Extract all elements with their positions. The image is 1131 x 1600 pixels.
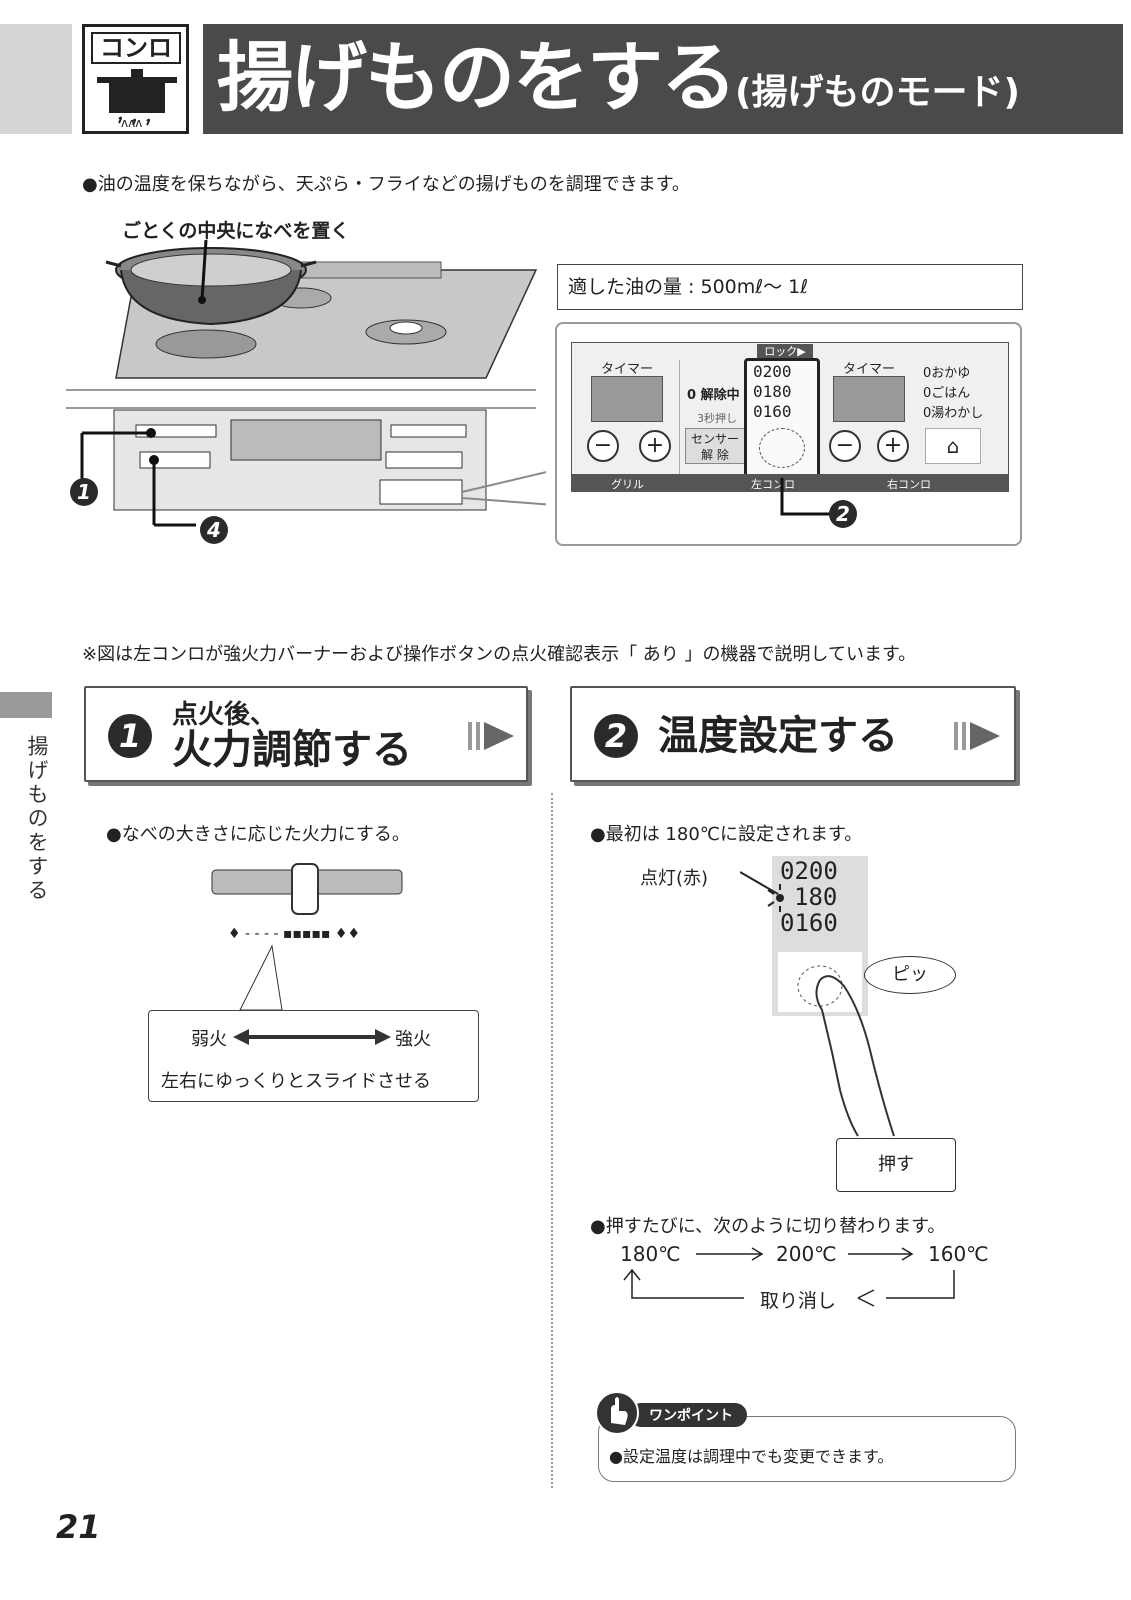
- timer-label-right: タイマー: [843, 362, 896, 377]
- heat-slider-illustration: ♦ - - - - ▪▪▪▪▪ ♦♦: [211, 863, 403, 1011]
- left-stove-label: 左コンロ: [751, 478, 795, 491]
- onepoint-box: ワンポイント ●設定温度は調理中でも変更できます。: [595, 1391, 1016, 1482]
- column-divider: [551, 793, 553, 1488]
- release-indicator: 0 解除中: [687, 388, 740, 403]
- strong-label: 強火: [395, 1029, 431, 1050]
- callout-center-pot: ごとくの中央になべを置く: [122, 220, 350, 242]
- stove-illustration: [66, 240, 546, 527]
- fry-mode-button[interactable]: [759, 428, 805, 468]
- kettle-pot-icon[interactable]: ⌂: [925, 428, 981, 464]
- marker-1: 1: [70, 478, 98, 506]
- lock-label: ロック▶: [757, 344, 813, 360]
- step2-title: 温度設定する: [658, 713, 898, 759]
- stove-icon-label: コンロ: [91, 32, 181, 64]
- marker-2-leader: [780, 478, 837, 516]
- beep-bubble: ピッ: [864, 956, 956, 994]
- closeup-160: 0160: [780, 909, 838, 937]
- lit-indicator-icon: [740, 871, 784, 912]
- right-plus-button[interactable]: +: [877, 430, 909, 462]
- grill-minus-button[interactable]: −: [587, 430, 619, 462]
- onepoint-text: ●設定温度は調理中でも変更できます。: [609, 1447, 894, 1466]
- press-label: 押す: [836, 1138, 956, 1192]
- mode-yuwakashi: 0湯わかし: [923, 406, 984, 421]
- page-number: 21: [56, 1508, 101, 1546]
- timer-display-right: [833, 376, 905, 422]
- grill-label: グリル: [611, 478, 644, 491]
- title-bar: 揚げものをする(揚げものモード): [203, 24, 1123, 134]
- control-panel: ロック▶ タイマー − + 0 解除中 3秒押し センサー解 除 0200 01…: [555, 322, 1022, 546]
- temp-160: 0160: [753, 402, 792, 421]
- timer-display-left: [591, 376, 663, 422]
- oil-amount: 適した油の量 : 500mℓ〜 1ℓ: [557, 264, 1023, 310]
- right-stove-label: 右コンロ: [887, 478, 931, 491]
- step1-number: 1: [108, 714, 152, 758]
- weak-label: 弱火: [191, 1029, 227, 1050]
- marker-2: 2: [829, 500, 857, 528]
- stove-icon-box: コンロ ᴧᴧᴧ: [82, 24, 189, 134]
- page-title: 揚げものをする: [217, 33, 737, 122]
- side-label: 揚げものをする: [25, 735, 49, 903]
- temp-200: 0200: [753, 362, 792, 381]
- slide-instruction-box: 弱火 強火 左右にゆっくりとスライドさせる: [148, 1010, 479, 1102]
- cycle-cancel: 取り消し: [760, 1290, 837, 1312]
- onepoint-label: ワンポイント: [629, 1403, 747, 1427]
- sensor-release-button[interactable]: センサー解 除: [685, 428, 745, 464]
- step1-header: 1 点火後、 火力調節する: [84, 686, 528, 782]
- svg-text:ᴧᴧᴧ: ᴧᴧᴧ: [121, 116, 142, 129]
- step1-title-line1: 点火後、: [172, 700, 277, 730]
- intro-text: ●油の温度を保ちながら、天ぷら・フライなどの揚げものを調理できます。: [82, 174, 690, 195]
- marker-4: 4: [200, 516, 228, 544]
- closeup-200: 0200: [780, 857, 838, 885]
- cycle-160: 160℃: [928, 1242, 989, 1266]
- step1-bullet: ●なべの大きさに応じた火力にする。: [106, 824, 410, 845]
- mode-list: 0おかゆ 0ごはん 0湯わかし: [923, 364, 983, 424]
- side-tab: [0, 24, 72, 134]
- step2-header: 2 温度設定する: [570, 686, 1016, 782]
- sensor-label-2: 解 除: [701, 448, 729, 462]
- page-subtitle: (揚げものモード): [735, 72, 1020, 113]
- cycle-180: 180℃: [620, 1242, 681, 1266]
- temp-180: 0180: [753, 382, 792, 401]
- panel-footer: グリル 左コンロ 右コンロ: [571, 474, 1009, 492]
- sensor-label: センサー: [690, 432, 739, 446]
- mode-gohan: 0ごはん: [923, 386, 971, 401]
- next-arrow-icon-2: [954, 722, 1000, 750]
- side-color-tab: [0, 692, 52, 718]
- note-text: ※図は左コンロが強火力バーナーおよび操作ボタンの点火確認表示「 あり 」の機器で…: [82, 644, 917, 665]
- cycle-arrows: [623, 1247, 955, 1307]
- step1-title-line2: 火力調節する: [172, 727, 412, 773]
- pointing-hand-icon: [595, 1391, 639, 1435]
- mode-okayu: 0おかゆ: [923, 366, 971, 381]
- cycle-200: 200℃: [776, 1242, 837, 1266]
- temp-list: 0200 0180 0160: [753, 362, 792, 422]
- closeup-180: 180: [794, 883, 838, 911]
- lit-red-label: 点灯(赤): [640, 868, 709, 889]
- next-arrow-icon: [468, 722, 514, 750]
- closeup-temp-list: 0200 180 0160: [780, 858, 838, 936]
- cycle-bullet: ●押すたびに、次のように切り替わります。: [590, 1216, 946, 1237]
- step2-bullet: ●最初は 180℃に設定されます。: [590, 824, 863, 845]
- finger-press-icon: [797, 965, 895, 1137]
- grill-plus-button[interactable]: +: [639, 430, 671, 462]
- step2-number: 2: [594, 714, 638, 758]
- svg-text:♦ - - - - ▪▪▪▪▪ ♦♦: ♦ - - - - ▪▪▪▪▪ ♦♦: [228, 926, 360, 942]
- timer-label-left: タイマー: [601, 362, 654, 377]
- pot-icon: ᴧᴧᴧ: [97, 69, 177, 129]
- slide-text: 左右にゆっくりとスライドさせる: [161, 1071, 431, 1092]
- right-minus-button[interactable]: −: [829, 430, 861, 462]
- hold3-label: 3秒押し: [697, 412, 737, 425]
- double-arrow-icon: [233, 1029, 391, 1045]
